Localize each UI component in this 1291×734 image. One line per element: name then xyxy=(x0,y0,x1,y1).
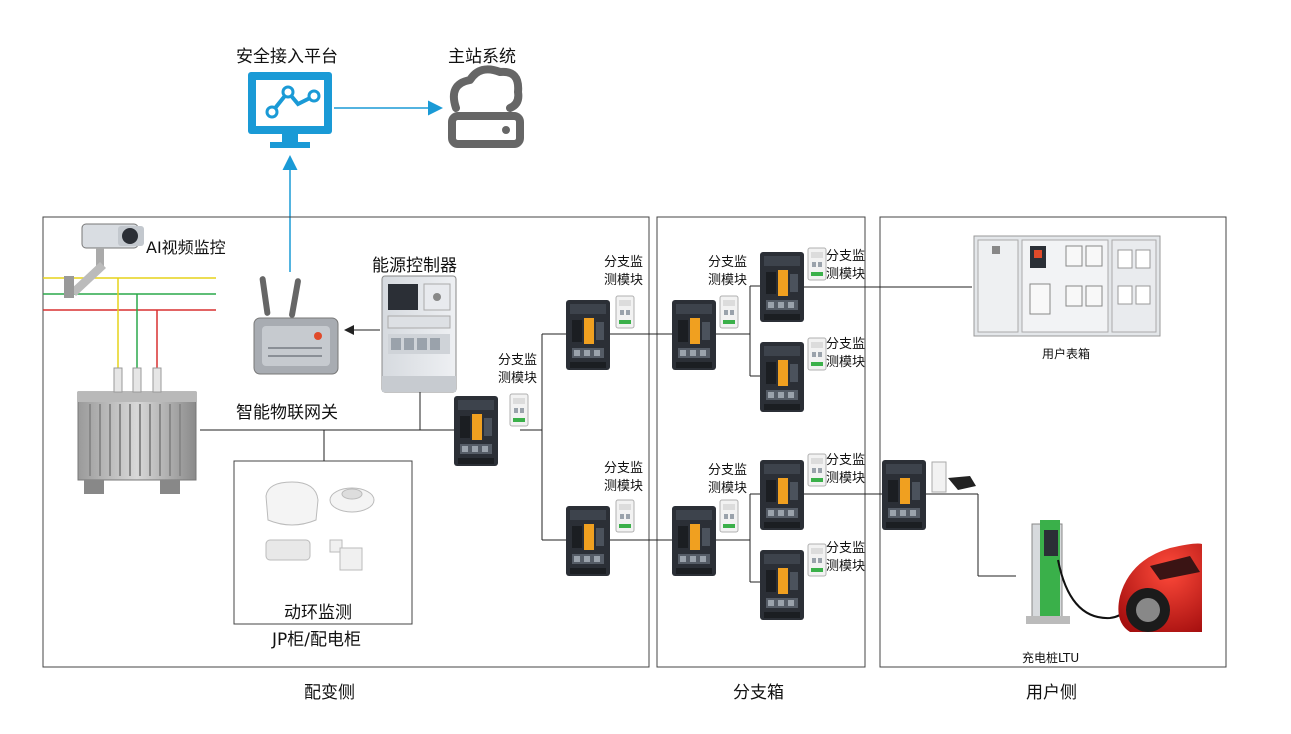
ltu-module-icon xyxy=(931,461,976,493)
user-breaker xyxy=(882,460,926,530)
branch-box-label: 分支箱 xyxy=(733,683,784,703)
user-side-box xyxy=(879,216,1227,668)
branch-out-breaker-3 xyxy=(760,460,804,530)
branch-module-label-out-3: 分支监测模块 xyxy=(826,453,866,486)
upper-branch-module xyxy=(615,295,635,329)
upper-breaker xyxy=(566,300,610,370)
energy-controller-label: 能源控制器 xyxy=(372,256,457,276)
branch-module-label-branch-lower: 分支监测模块 xyxy=(708,463,748,496)
branch-module-label-out-2: 分支监测模块 xyxy=(826,337,866,370)
branch-in-breaker-upper xyxy=(672,300,716,370)
branch-module-label-upper: 分支监测模块 xyxy=(604,255,644,288)
gateway-label: 智能物联网关 xyxy=(236,403,338,423)
transformer-side-box xyxy=(42,216,650,668)
ev-car-icon xyxy=(1118,543,1202,632)
branch-module-label-main: 分支监测模块 xyxy=(498,353,538,386)
camera-icon xyxy=(64,223,144,298)
branch-out-module-1 xyxy=(807,247,827,281)
branch-out-module-2 xyxy=(807,337,827,371)
jp-cabinet-box xyxy=(233,460,413,625)
meter-box-label: 用户表箱 xyxy=(1042,347,1091,361)
env-monitor-label: 动环监测 xyxy=(284,603,352,623)
charger-label: 充电桩LTU xyxy=(1022,651,1080,665)
branch-out-module-3 xyxy=(807,453,827,487)
cloud-server-icon xyxy=(448,65,524,148)
branch-out-breaker-1 xyxy=(760,252,804,322)
meter-box-icon xyxy=(973,235,1161,337)
branch-out-module-4 xyxy=(807,543,827,577)
main-breaker xyxy=(454,396,498,466)
master-label: 主站系统 xyxy=(448,47,516,67)
transformer-icon xyxy=(77,367,197,494)
energy-controller-icon xyxy=(381,275,457,393)
user-side-label: 用户侧 xyxy=(1026,683,1077,703)
platform-icon xyxy=(248,72,332,148)
branch-module-label-out-4: 分支监测模块 xyxy=(826,541,866,574)
branch-module-label-branch-upper: 分支监测模块 xyxy=(708,255,748,288)
platform-label: 安全接入平台 xyxy=(236,47,338,67)
branch-box-frame xyxy=(656,216,866,668)
env-monitor-devices xyxy=(265,481,375,571)
lower-breaker xyxy=(566,506,610,576)
camera-label: AI视频监控 xyxy=(146,238,226,257)
branch-in-breaker-lower xyxy=(672,506,716,576)
branch-in-module-lower xyxy=(719,499,739,533)
branch-out-breaker-4 xyxy=(760,550,804,620)
jp-cabinet-label: JP柜/配电柜 xyxy=(272,630,361,650)
branch-module-label-out-1: 分支监测模块 xyxy=(826,249,866,282)
lower-branch-module xyxy=(615,499,635,533)
main-branch-module xyxy=(509,393,529,427)
gateway-icon xyxy=(253,276,339,375)
branch-module-label-lower: 分支监测模块 xyxy=(604,461,644,494)
branch-out-breaker-2 xyxy=(760,342,804,412)
branch-in-module-upper xyxy=(719,295,739,329)
charger-icon xyxy=(1026,520,1133,624)
transformer-side-label: 配变侧 xyxy=(304,683,355,703)
